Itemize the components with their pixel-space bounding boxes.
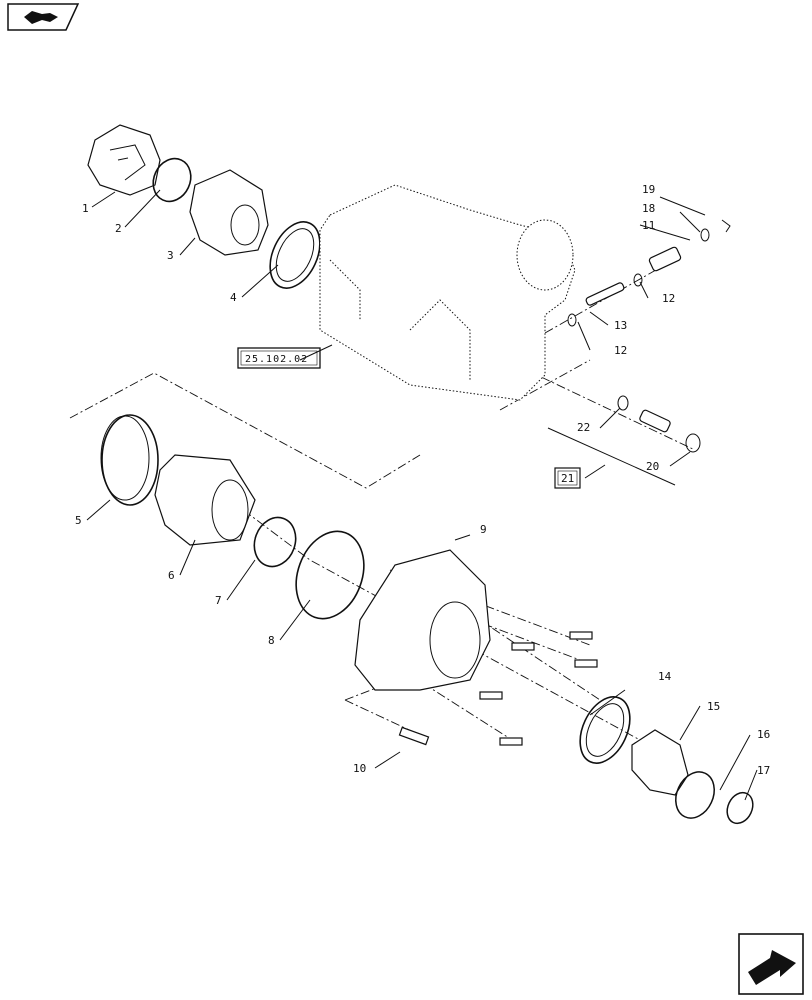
part-6-piston bbox=[154, 454, 256, 546]
reference-box-label: 25.102.02 bbox=[245, 354, 308, 365]
group-box: 21 bbox=[554, 467, 581, 489]
part-17-circlip bbox=[726, 791, 754, 825]
label-12a: 12 bbox=[662, 292, 675, 305]
label-9: 9 bbox=[480, 523, 487, 536]
label-13: 13 bbox=[614, 319, 627, 332]
next-page-arrow-icon[interactable] bbox=[738, 933, 804, 995]
label-2: 2 bbox=[115, 222, 122, 235]
part-3-hub bbox=[189, 169, 269, 256]
part-4-washer bbox=[269, 221, 321, 289]
book-arrow-icon[interactable] bbox=[7, 3, 80, 31]
label-11: 11 bbox=[642, 219, 655, 232]
label-18: 18 bbox=[642, 202, 655, 215]
part-2-snap-ring bbox=[152, 157, 192, 203]
label-6: 6 bbox=[168, 569, 175, 582]
part-15-gear bbox=[631, 729, 689, 796]
part-10-bolts bbox=[398, 631, 598, 746]
label-1: 1 bbox=[82, 202, 89, 215]
part-8-o-ring bbox=[295, 530, 365, 620]
label-16: 16 bbox=[757, 728, 770, 741]
label-7: 7 bbox=[215, 594, 222, 607]
label-19: 19 bbox=[642, 183, 655, 196]
reference-box[interactable]: 25.102.02 bbox=[237, 347, 321, 369]
group-boundary bbox=[69, 359, 591, 489]
group-box-label: 21 bbox=[561, 472, 574, 485]
part-14-washer bbox=[579, 696, 631, 764]
label-15: 15 bbox=[707, 700, 720, 713]
label-5: 5 bbox=[75, 514, 82, 527]
label-14: 14 bbox=[658, 670, 672, 683]
part-5-spring bbox=[100, 414, 159, 506]
part-16-circlip bbox=[675, 771, 715, 819]
small-fittings bbox=[567, 219, 731, 453]
label-3: 3 bbox=[167, 249, 174, 262]
label-12b: 12 bbox=[614, 344, 627, 357]
label-20: 20 bbox=[646, 460, 659, 473]
part-9-cover bbox=[354, 549, 491, 691]
label-17: 17 bbox=[757, 764, 770, 777]
housing-reference bbox=[319, 184, 576, 401]
label-4: 4 bbox=[230, 291, 237, 304]
part-7-o-ring bbox=[253, 516, 297, 568]
label-22: 22 bbox=[577, 421, 590, 434]
part-1-coupling bbox=[87, 124, 161, 196]
label-10: 10 bbox=[353, 762, 366, 775]
label-8: 8 bbox=[268, 634, 275, 647]
